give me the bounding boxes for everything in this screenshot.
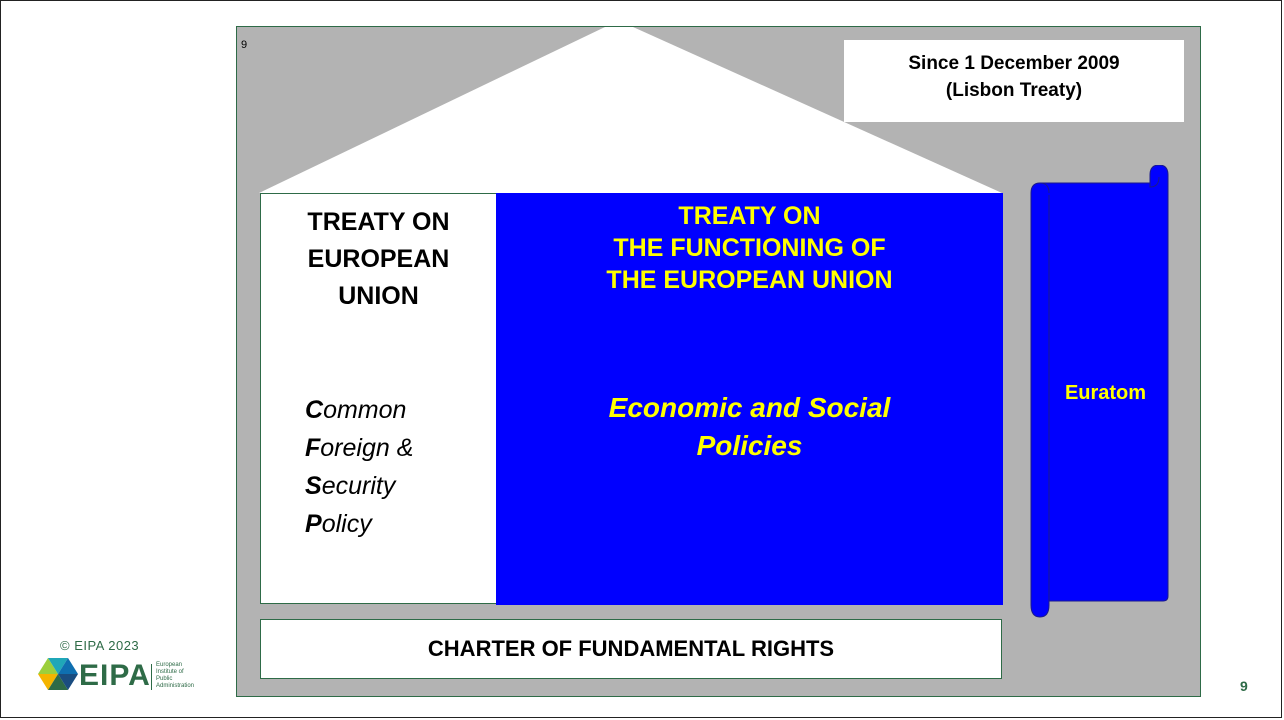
eipa-logo-text: EIPA [79, 659, 151, 692]
teu-title-line: TREATY ON [307, 208, 450, 236]
logo-subtitle-line: Administration [156, 683, 195, 689]
teu-title-line: EUROPEAN [307, 245, 450, 273]
tfeu-title: TREATY ON THE FUNCTIONING OF THE EUROPEA… [496, 200, 1003, 296]
since-date-line2: (Lisbon Treaty) [945, 80, 1083, 101]
cfsp-initial: F [305, 434, 321, 462]
logo-subtitle-line: Public [156, 676, 173, 682]
tfeu-policies: Economic and Social Policies [496, 389, 1003, 465]
since-date-line1: Since 1 December 2009 [908, 53, 1120, 74]
cfsp-text: Common Foreign & Security Policy [305, 391, 413, 543]
cfsp-rest: ommon [323, 396, 407, 424]
diagram-frame: 9 Since 1 December 2009 (Lisbon Treaty) … [236, 26, 1201, 697]
tfeu-policies-line: Policies [696, 430, 803, 461]
since-date-box: Since 1 December 2009 (Lisbon Treaty) [844, 40, 1184, 122]
tfeu-pillar: TREATY ON THE FUNCTIONING OF THE EUROPEA… [496, 193, 1003, 605]
cfsp-initial: C [305, 396, 324, 424]
teu-pillar: TREATY ON EUROPEAN UNION Common Foreign … [260, 193, 497, 604]
cfsp-line: Foreign & [305, 429, 413, 467]
eipa-logo-subtitle: European Institute of Public Administrat… [156, 662, 216, 690]
tfeu-title-line: THE FUNCTIONING OF [613, 234, 886, 262]
cfsp-rest: ecurity [321, 472, 396, 500]
logo-divider [151, 664, 152, 690]
copyright-text: © EIPA 2023 [60, 638, 140, 653]
tfeu-title-line: TREATY ON [678, 202, 821, 230]
euratom-label: Euratom [1064, 382, 1147, 404]
tfeu-title-line: THE EUROPEAN UNION [606, 266, 893, 294]
euratom-scroll [1030, 165, 1169, 618]
cfsp-line: Common [305, 391, 413, 429]
cfsp-line: Security [305, 467, 413, 505]
teu-title: TREATY ON EUROPEAN UNION [261, 204, 496, 315]
cfsp-rest: oreign & [320, 434, 414, 462]
frame-slide-number: 9 [241, 39, 248, 51]
logo-subtitle-line: Institute of [156, 669, 184, 675]
tfeu-policies-line: Economic and Social [608, 392, 891, 423]
charter-base: CHARTER OF FUNDAMENTAL RIGHTS [260, 619, 1002, 679]
cfsp-initial: S [305, 472, 322, 500]
cfsp-initial: P [305, 510, 322, 538]
eipa-logo-icon [38, 658, 78, 690]
cfsp-rest: olicy [321, 510, 372, 538]
page-number: 9 [1240, 678, 1248, 694]
logo-subtitle-line: European [156, 662, 183, 668]
temple-roof [259, 27, 1002, 193]
teu-title-line: UNION [338, 282, 419, 310]
cfsp-line: Policy [305, 505, 413, 543]
